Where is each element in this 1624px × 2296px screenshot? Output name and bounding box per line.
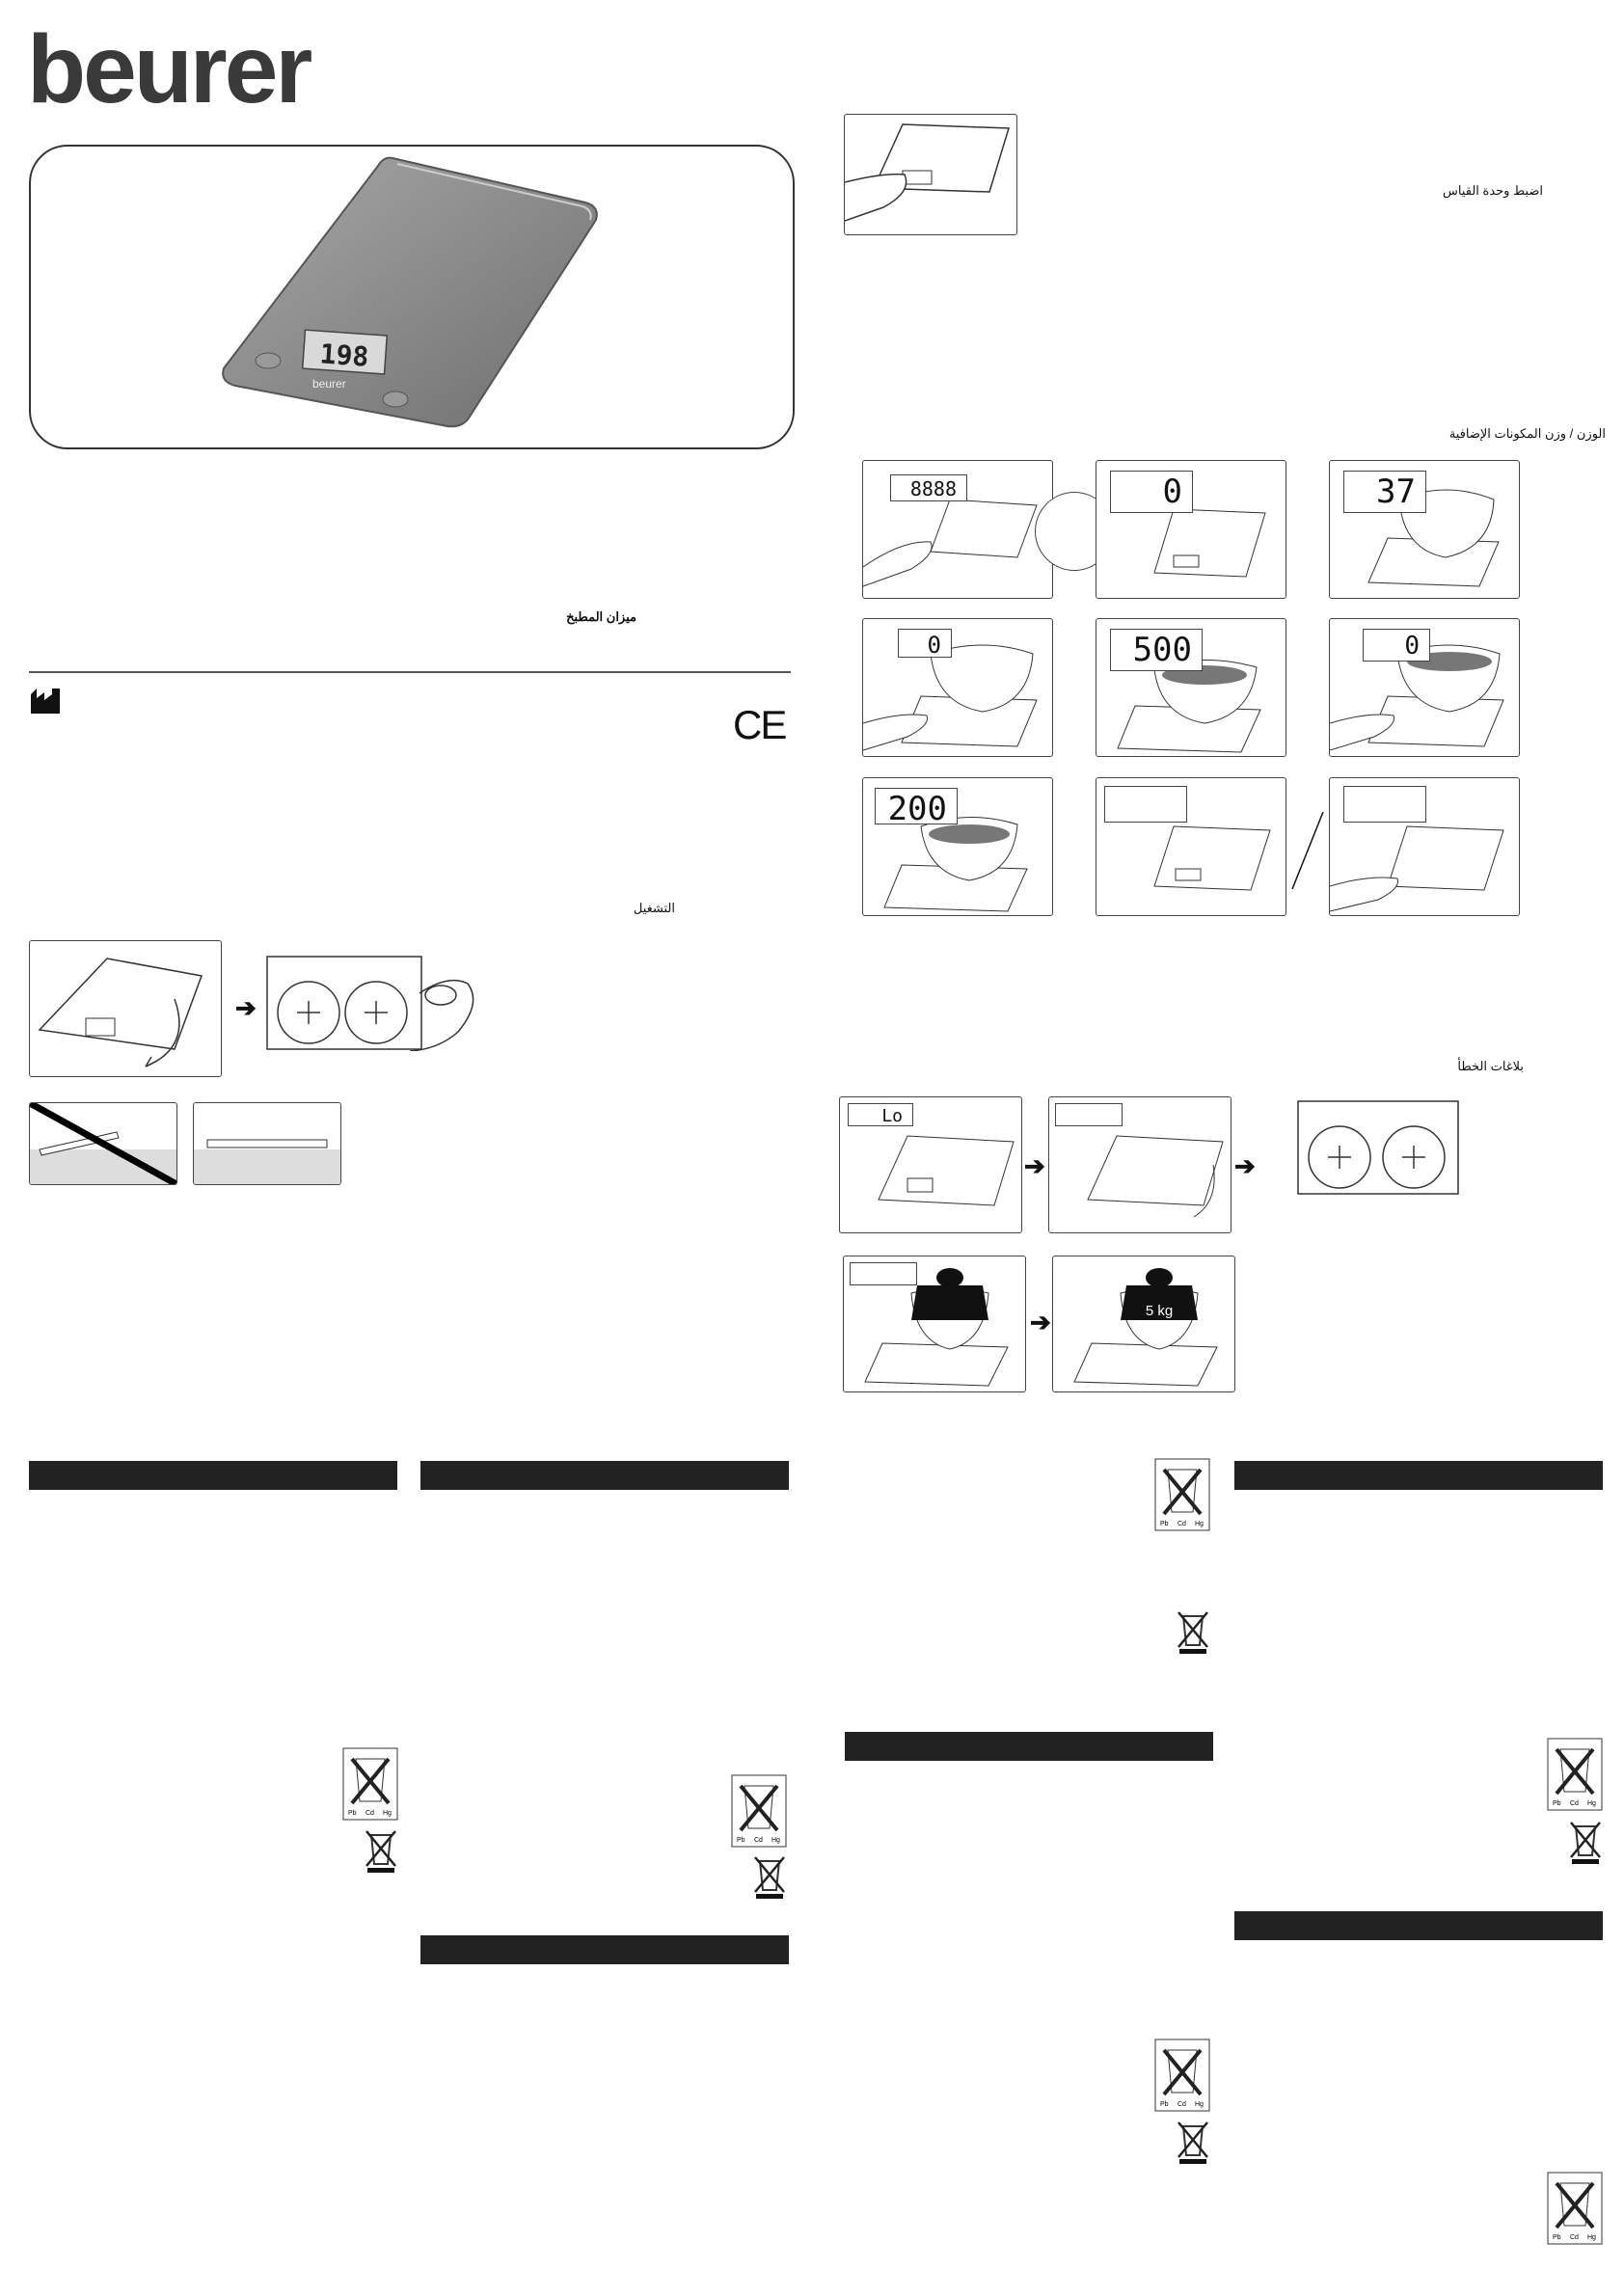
battery-recycle-icon: Pb Cd Hg (1547, 2172, 1603, 2245)
figure-battery-compartment (265, 955, 482, 1051)
weigh-step-3: 37 (1329, 460, 1520, 599)
svg-text:Hg: Hg (1587, 2234, 1596, 2241)
weee-bin-icon (1176, 2119, 1210, 2165)
figure-scale-battery-flip (29, 940, 222, 1077)
arrow-right-icon: ➔ (1024, 1151, 1045, 1180)
svg-text:Pb: Pb (737, 1837, 745, 1844)
error-overload (843, 1256, 1026, 1392)
brand-logo: beurer (27, 15, 312, 123)
section-set-unit-heading: اضبط وحدة القياس (1443, 183, 1543, 198)
weigh-display-1: 8888 (890, 474, 967, 501)
weigh-display-4: 0 (898, 629, 952, 658)
section-operation-heading: التشغيل (633, 901, 675, 915)
manufacturer-icon (29, 687, 62, 716)
weigh-step-8 (1096, 777, 1286, 916)
section-bar (420, 1461, 789, 1490)
weigh-step-1: 8888 (862, 460, 1053, 599)
svg-text:Pb: Pb (1160, 1521, 1169, 1527)
section-bar (845, 1732, 1213, 1761)
battery-recycle-icon: Pb Cd Hg (342, 1747, 398, 1821)
section-bar (420, 1935, 789, 1964)
blank-display (850, 1262, 917, 1285)
blank-display (1055, 1103, 1123, 1126)
weigh-step-4: 0 (862, 618, 1053, 757)
section-weighing-heading: الوزن / وزن المكونات الإضافية (1448, 426, 1606, 441)
arrow-right-icon: ➔ (1234, 1151, 1256, 1180)
weee-bin-icon (364, 1827, 398, 1874)
error-battery-compartment (1296, 1099, 1460, 1196)
section-bar (29, 1461, 397, 1490)
error-display: Lo (848, 1103, 913, 1126)
svg-text:Hg: Hg (1195, 2101, 1204, 2108)
svg-text:Hg: Hg (1195, 1521, 1204, 1527)
hero-display-value: 198 (319, 338, 370, 372)
error-low-battery: Lo (839, 1096, 1022, 1233)
battery-recycle-icon: Pb Cd Hg (1547, 1738, 1603, 1811)
weigh-display-6: 0 (1363, 629, 1430, 662)
svg-text:Cd: Cd (754, 1837, 763, 1844)
section-bar (1234, 1461, 1603, 1490)
svg-text:Cd: Cd (1177, 1521, 1186, 1527)
arrow-right-icon: ➔ (1030, 1308, 1051, 1337)
figure-set-unit (844, 114, 1017, 235)
divider (29, 671, 791, 673)
battery-recycle-icon: Pb Cd Hg (1154, 1458, 1210, 1531)
section-bar (1234, 1911, 1603, 1940)
weee-bin-icon (1176, 1608, 1210, 1655)
weigh-display-3: 37 (1343, 471, 1426, 513)
figure-flat-surface (193, 1102, 341, 1185)
svg-text:Hg: Hg (1587, 1800, 1596, 1807)
figure-uneven-surface (29, 1102, 177, 1185)
error-flip-scale (1048, 1096, 1232, 1233)
weee-bin-icon (1568, 1819, 1603, 1865)
weigh-step-5: 500 (1096, 618, 1286, 757)
weigh-display-2: 0 (1110, 471, 1193, 513)
svg-text:Cd: Cd (365, 1810, 374, 1817)
weigh-step-7: 200 (862, 777, 1053, 916)
weigh-step-2: 0 (1096, 460, 1286, 599)
product-title: ميزان المطبخ (566, 609, 636, 624)
weigh-step-9 (1329, 777, 1520, 916)
svg-text:Hg: Hg (383, 1810, 392, 1817)
svg-text:Hg: Hg (771, 1837, 780, 1844)
hero-brand-mark: beurer (312, 377, 346, 391)
svg-text:Pb: Pb (1553, 1800, 1561, 1807)
weigh-display-7: 200 (875, 788, 958, 825)
weight-label: 5 kg (1145, 1303, 1174, 1319)
kitchen-scale-illustration: 198 beurer (222, 156, 598, 428)
blank-display (1343, 786, 1426, 823)
or-slash (1290, 812, 1325, 889)
svg-text:Cd: Cd (1570, 2234, 1579, 2241)
hero-frame: 198 beurer (29, 145, 795, 449)
svg-text:Pb: Pb (1553, 2234, 1561, 2241)
battery-recycle-icon: Pb Cd Hg (1154, 2039, 1210, 2112)
blank-display (1104, 786, 1187, 823)
battery-recycle-icon: Pb Cd Hg (731, 1774, 787, 1848)
ce-mark: CE (733, 702, 787, 747)
weigh-step-6: 0 (1329, 618, 1520, 757)
section-errors-heading: بلاغات الخطأ (1457, 1059, 1524, 1073)
error-5kg-weight: 5 kg (1052, 1256, 1235, 1392)
svg-text:Pb: Pb (1160, 2101, 1169, 2108)
svg-text:Cd: Cd (1177, 2101, 1186, 2108)
arrow-right-icon: ➔ (235, 993, 257, 1022)
svg-text:Pb: Pb (348, 1810, 357, 1817)
weee-bin-icon (752, 1853, 787, 1900)
weigh-display-5: 500 (1110, 629, 1203, 671)
svg-text:Cd: Cd (1570, 1800, 1579, 1807)
